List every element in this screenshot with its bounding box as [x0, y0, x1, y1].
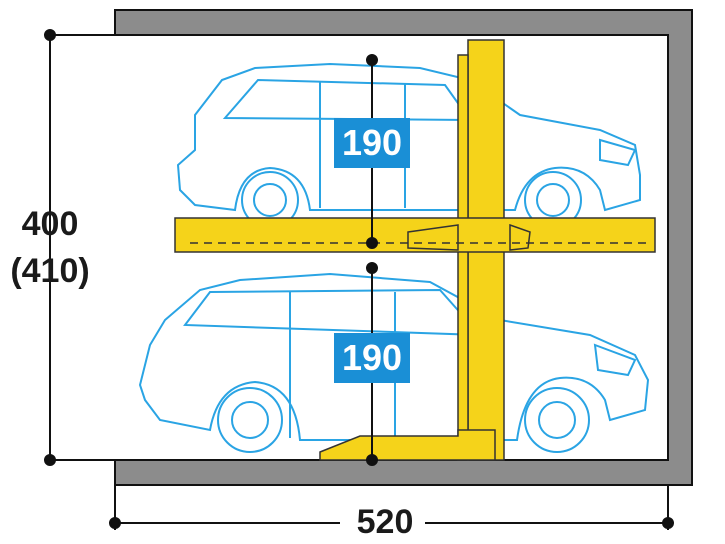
width-label: 520	[356, 503, 414, 541]
lower-car-outline	[138, 272, 650, 453]
upper-bay-height-label: 190	[334, 118, 410, 168]
total-height-label: 400	[21, 205, 79, 243]
lower-bay-height-label: 190	[334, 333, 410, 383]
total-height-alt-label: (410)	[10, 252, 90, 290]
lift-structure	[174, 39, 656, 461]
